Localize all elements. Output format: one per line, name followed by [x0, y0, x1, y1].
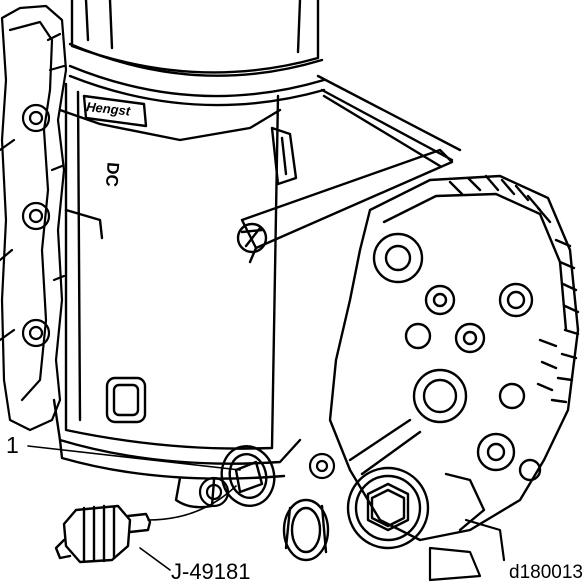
mounting-strap: [236, 148, 454, 264]
drain-port: [220, 445, 276, 507]
tool-label: J-49181: [171, 559, 251, 584]
bottom-plug: [282, 498, 330, 562]
top-rail: [316, 74, 462, 168]
cooler-block: [328, 174, 580, 542]
large-hex-bolt: [346, 466, 430, 550]
engine-bracket: [0, 4, 68, 432]
callout-1-label: 1: [6, 432, 19, 458]
callout-leaders: [27, 445, 241, 571]
tool-insert-path: [147, 485, 237, 521]
callout-1-leader: [27, 445, 241, 471]
figure-id-label: d180013: [509, 562, 583, 583]
housing-mark-text: DC: [101, 161, 123, 188]
tool-leader: [139, 547, 171, 571]
filter-housing: [52, 82, 302, 509]
drain-valve-tool: [54, 504, 152, 564]
filter-cap: [68, 0, 326, 107]
